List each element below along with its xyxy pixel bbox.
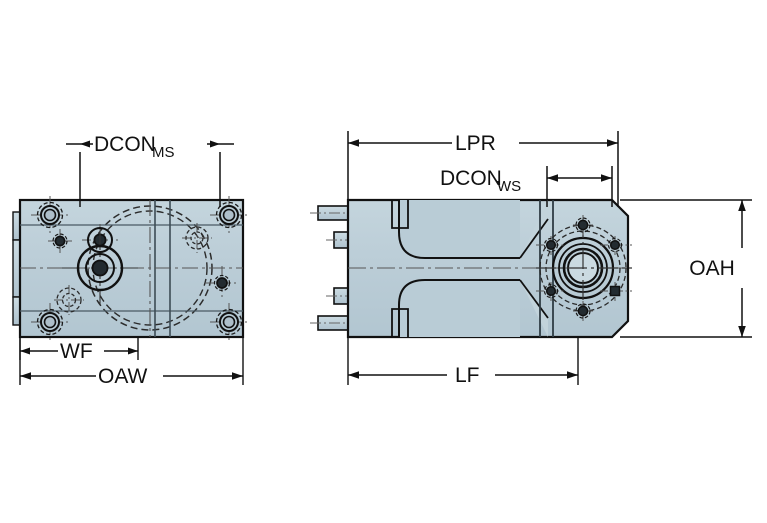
side-view-group: LPR DCON WS LF bbox=[310, 131, 752, 387]
front-main-spindle-bore bbox=[62, 232, 138, 304]
side-waist-lower bbox=[348, 280, 520, 337]
front-small-hole-upper-left bbox=[48, 229, 72, 253]
dimension-lf: LF bbox=[347, 337, 579, 387]
lf-label: LF bbox=[455, 364, 480, 387]
dcon-ms-label-base: DCON bbox=[94, 133, 156, 156]
front-corner-screw-bottom-right bbox=[210, 303, 248, 341]
side-waist-upper bbox=[348, 200, 520, 258]
flange-bolt-hole-upper-right bbox=[600, 236, 632, 255]
side-flange-face bbox=[536, 215, 632, 321]
flange-bolt-hole-bottom bbox=[573, 301, 593, 321]
dcon-ms-label-sub: MS bbox=[152, 144, 175, 161]
dimension-dcon-ms: DCON MS bbox=[66, 133, 234, 207]
wf-label: WF bbox=[60, 340, 93, 363]
front-small-hole-right bbox=[205, 266, 239, 300]
flange-bolt-hole-lower-left bbox=[536, 282, 566, 301]
flange-bolt-hole-top bbox=[573, 215, 593, 235]
dimension-oah: OAH bbox=[620, 199, 752, 338]
front-corner-screw-bottom-left bbox=[31, 303, 69, 341]
side-taper-upper bbox=[519, 218, 549, 259]
dimension-dcon-ws: DCON WS bbox=[440, 166, 613, 207]
front-view-group: DCON MS WF OAW bbox=[12, 133, 248, 388]
flange-bolt-hole-upper-left bbox=[536, 236, 566, 255]
dcon-ws-label-base: DCON bbox=[440, 167, 502, 190]
dimension-wf: WF bbox=[19, 337, 139, 363]
dimension-oaw: OAW bbox=[19, 337, 244, 388]
oaw-label: OAW bbox=[98, 365, 148, 388]
front-small-hole-lower-left bbox=[54, 285, 84, 315]
side-notch-lower bbox=[391, 308, 409, 337]
dimension-lpr: LPR bbox=[347, 131, 619, 207]
front-small-hole-upper-right bbox=[182, 223, 212, 253]
oah-label: OAH bbox=[689, 257, 735, 280]
side-left-tabs bbox=[310, 205, 356, 331]
front-corner-screw-top-left bbox=[31, 196, 69, 234]
flange-bolt-hole-lower-right bbox=[600, 282, 632, 301]
side-notch-upper bbox=[391, 200, 409, 229]
side-taper-lower bbox=[519, 279, 549, 319]
lpr-label: LPR bbox=[455, 132, 496, 155]
dcon-ws-label-sub: WS bbox=[497, 178, 521, 195]
front-corner-screw-top-right bbox=[210, 196, 248, 234]
